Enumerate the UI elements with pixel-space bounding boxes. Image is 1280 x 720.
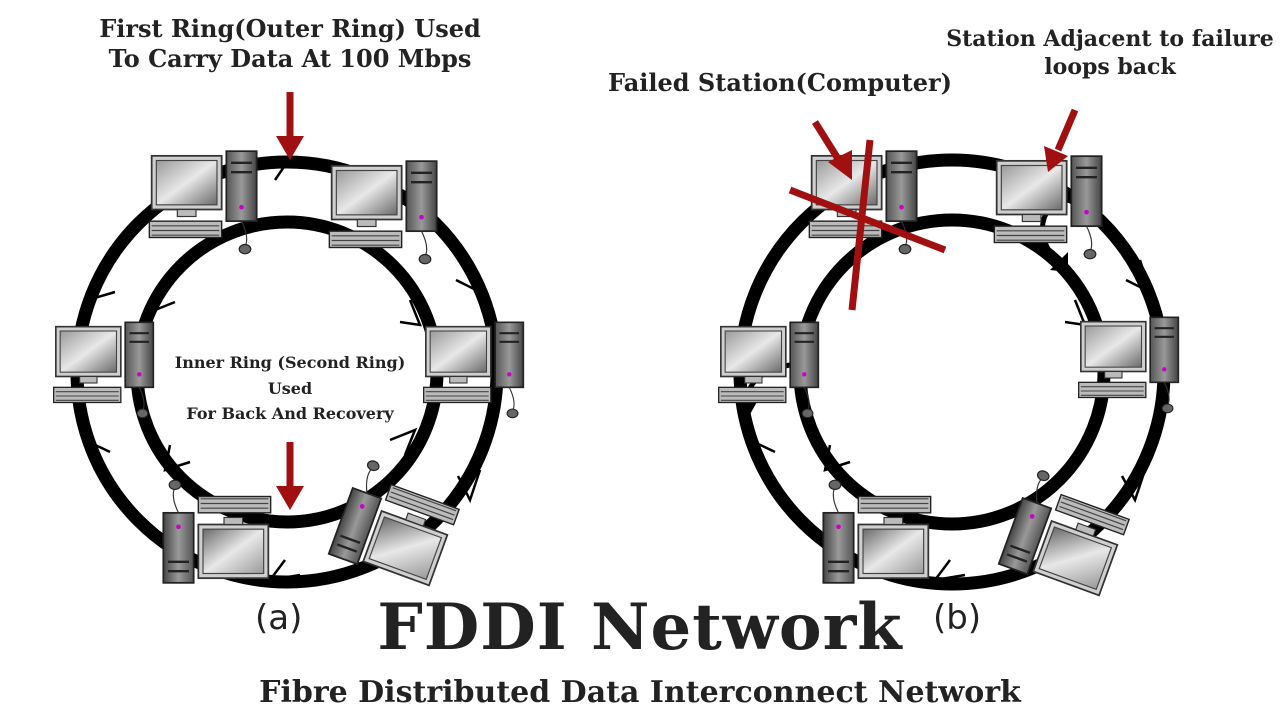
ring-arrowheads-b: [747, 259, 1153, 582]
station-b-bottom-left: [822, 479, 932, 584]
station-a-bottom-left: [162, 479, 272, 584]
inner-ring-pointer-arrow: [276, 442, 304, 510]
loopback-arrowhead-left: [738, 400, 758, 418]
failed-station-pointer-arrow: [812, 120, 852, 180]
adjacent-station-label: Station Adjacent to failure loops back: [946, 26, 1274, 80]
outer-ring-pointer-arrow: [276, 92, 304, 160]
page-title: FDDI Network: [377, 590, 903, 665]
caption-a: (a): [255, 598, 303, 638]
adjacent-station-pointer-arrow: [1044, 108, 1079, 172]
caption-b: (b): [933, 598, 982, 638]
inner-ring-label: Inner Ring (Second Ring) Used For Back A…: [174, 353, 406, 424]
failed-station-label: Failed Station(Computer): [608, 68, 952, 97]
station-b-bottom-right: [997, 466, 1136, 602]
outer-ring-label: First Ring(Outer Ring) Used To Carry Dat…: [99, 14, 481, 73]
failure-cross-icon: [788, 139, 947, 311]
page-subtitle: Fibre Distributed Data Interconnect Netw…: [259, 675, 1021, 710]
diagram-a: [52, 92, 525, 592]
loopback-arrowhead-right: [1050, 252, 1068, 272]
diagram-b: [717, 108, 1180, 602]
station-a-top-left: [148, 150, 258, 255]
